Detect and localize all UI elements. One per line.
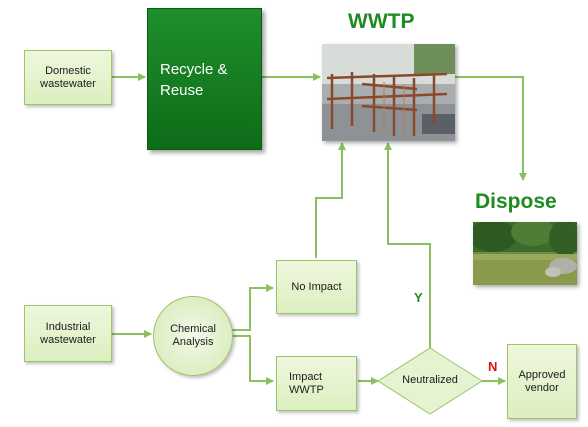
recycle-reuse-box: Recycle & Reuse: [147, 8, 262, 150]
no-impact-box: No Impact: [276, 260, 357, 314]
neutralized-diamond: [377, 347, 483, 415]
dispose-photo: [473, 222, 577, 285]
chemical-analysis-circle: Chemical Analysis: [153, 296, 233, 376]
domestic-wastewater-label: Domestic wastewater: [40, 64, 96, 90]
approved-vendor-label: Approved vendor: [518, 368, 566, 394]
chemical-analysis-label: Chemical Analysis: [170, 323, 216, 348]
impact-wwtp-box: Impact WWTP: [276, 356, 357, 411]
industrial-wastewater-box: Industrial wastewater: [24, 305, 112, 362]
no-impact-label: No Impact: [291, 280, 342, 293]
dispose-title: Dispose: [475, 190, 557, 213]
arrow-wwtp-to-dispose: [455, 76, 527, 181]
arrow-noimpact-to-wwtp: [315, 142, 346, 258]
pond-landscape-image: [473, 222, 577, 285]
arrow-chemical-to-noimpact: [232, 284, 274, 331]
arrow-chemical-to-impact: [232, 335, 274, 385]
yes-label: Y: [414, 290, 423, 305]
arrow-neutralized-to-wwtp: [384, 142, 431, 348]
wwtp-title: WWTP: [348, 10, 415, 33]
neutralized-label: Neutralized: [402, 374, 458, 386]
impact-wwtp-label: Impact WWTP: [289, 370, 324, 396]
wwtp-photo: [322, 44, 455, 141]
no-label: N: [488, 359, 498, 374]
industrial-wastewater-label: Industrial wastewater: [40, 320, 96, 346]
domestic-wastewater-box: Domestic wastewater: [24, 50, 112, 105]
wwtp-tank-railing-image: [322, 44, 455, 141]
recycle-reuse-label: Recycle & Reuse: [160, 61, 228, 99]
approved-vendor-box: Approved vendor: [507, 344, 577, 419]
